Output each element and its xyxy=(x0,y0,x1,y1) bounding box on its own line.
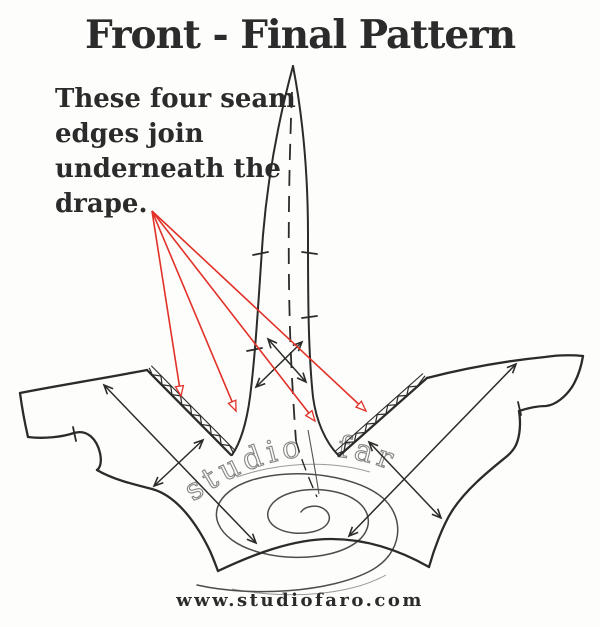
grain-arrows xyxy=(102,337,518,545)
center-drape-spike xyxy=(231,65,340,498)
red-arrow-2 xyxy=(151,210,237,413)
left-end-edge xyxy=(18,391,30,439)
spike-center-dashed-line xyxy=(287,91,297,442)
hem-curve xyxy=(216,537,431,573)
right-bodice-piece xyxy=(425,354,585,569)
spike-tick-left-1 xyxy=(252,251,269,256)
left-short-arrow xyxy=(152,438,205,488)
right-neck-curve xyxy=(517,385,574,413)
right-armhole-curve xyxy=(514,409,522,447)
spiral-swirl xyxy=(196,473,399,593)
red-arrow-4 xyxy=(151,210,368,413)
annotation-line-1: These four seam xyxy=(55,84,296,114)
annotation-line-2: edges join xyxy=(55,119,204,149)
left-notch-tick xyxy=(72,426,77,442)
left-neck-armhole-curve xyxy=(26,431,102,472)
red-arrow-1 xyxy=(151,210,185,398)
spike-right-edge xyxy=(292,65,340,457)
spike-cross-arrow-2 xyxy=(254,340,304,389)
left-seam-zigzag xyxy=(148,367,234,454)
right-side-seam xyxy=(427,443,518,569)
spike-tick-right-2 xyxy=(301,315,318,319)
roll-line-to-spiral xyxy=(295,440,318,498)
annotation-line-4: drape. xyxy=(55,189,148,219)
spike-cross-arrow-1 xyxy=(266,337,308,384)
red-callout-arrows xyxy=(151,210,368,423)
annotation-text: These four seam edges join underneath th… xyxy=(55,82,305,222)
watermark-text: studio faro xyxy=(0,0,398,509)
website-url: www.studiofaro.com xyxy=(176,590,424,611)
watermark-group: studio faro xyxy=(0,0,399,596)
page-title: Front - Final Pattern xyxy=(84,12,516,58)
red-arrow-3 xyxy=(151,210,317,423)
right-short-arrow xyxy=(367,440,443,520)
right-notch-tick xyxy=(517,401,522,416)
right-seam-zigzag xyxy=(336,375,426,455)
right-end-edge xyxy=(570,354,585,389)
annotation-line-3: underneath the xyxy=(55,154,281,184)
spike-tick-right-1 xyxy=(301,251,318,255)
left-shoulder-edge xyxy=(18,368,149,395)
spike-left-edge xyxy=(231,65,294,456)
roll-line-second xyxy=(307,429,320,495)
